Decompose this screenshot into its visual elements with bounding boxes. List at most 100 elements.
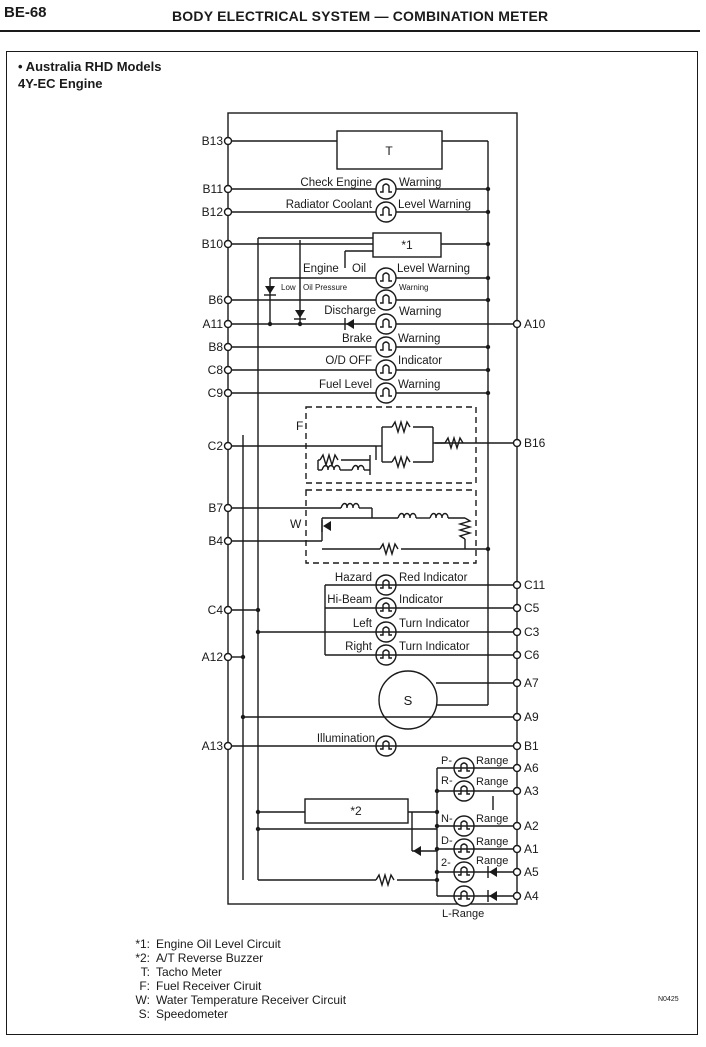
header-rule — [0, 30, 700, 32]
terminal-label-a4: A4 — [524, 889, 539, 903]
section-title-line1: • Australia RHD Models — [18, 59, 162, 74]
terminal-c9 — [223, 388, 233, 398]
oil-pressure-lamp-icon — [375, 289, 397, 311]
terminal-label-b8: B8 — [208, 340, 223, 354]
left-turn-indicator-label: Turn Indicator — [399, 618, 470, 630]
legend-row: S:Speedometer — [118, 1007, 346, 1021]
terminal-a4 — [512, 891, 522, 901]
terminal-label-a1: A1 — [524, 842, 539, 856]
oil-level-warning-label: Level Warning — [397, 263, 470, 275]
right-turn-indicator-label: Turn Indicator — [399, 641, 470, 653]
discharge-lamp-icon — [375, 313, 397, 335]
illumination-label: Illumination — [317, 733, 375, 745]
hazard-label: Hazard — [335, 572, 372, 584]
junction-dot — [485, 344, 491, 350]
junction-dot — [255, 629, 261, 635]
d-range-prefix: D- — [441, 835, 453, 847]
fuel-level-lamp-icon — [375, 382, 397, 404]
legend-row: F:Fuel Receiver Ciruit — [118, 979, 346, 993]
legend-row: W:Water Temperature Receiver Circuit — [118, 993, 347, 1007]
reverse-buzzer-block — [304, 798, 409, 824]
terminal-a5 — [512, 867, 522, 877]
terminal-c4 — [223, 605, 233, 615]
terminal-label-a7: A7 — [524, 676, 539, 690]
radiator-coolant-lamp-icon — [375, 201, 397, 223]
terminal-label-c5: C5 — [524, 601, 540, 615]
terminal-a6 — [512, 763, 522, 773]
junction-dot — [485, 186, 491, 192]
terminal-b12 — [223, 207, 233, 217]
two-range-label: Range — [476, 855, 508, 867]
legend-text: Tacho Meter — [156, 965, 223, 979]
junction-dot — [434, 823, 440, 829]
water-temp-receiver-box — [305, 489, 477, 564]
terminal-label-b4: B4 — [208, 534, 223, 548]
terminal-b7 — [223, 503, 233, 513]
legend-key: *1: — [135, 937, 150, 951]
legend-text: Speedometer — [156, 1007, 229, 1021]
legend-text: Water Temperature Receiver Circuit — [156, 993, 347, 1007]
oil-pressure-warning-label: Warning — [399, 283, 429, 292]
engine-oil-circuit-block — [372, 232, 442, 258]
junction-dot — [434, 869, 440, 875]
terminal-label-b12: B12 — [202, 205, 224, 219]
terminal-c8 — [223, 365, 233, 375]
terminal-b6 — [223, 295, 233, 305]
terminal-label-c8: C8 — [208, 363, 224, 377]
tacho-label: T — [385, 144, 393, 158]
terminal-b4 — [223, 536, 233, 546]
junction-dot — [485, 275, 491, 281]
diode-two-range — [489, 867, 497, 877]
terminal-b1 — [512, 741, 522, 751]
terminal-a12 — [223, 652, 233, 662]
terminal-b13 — [223, 136, 233, 146]
p-range-prefix: P- — [441, 755, 452, 767]
junction-dot — [485, 209, 491, 215]
brake-warning-label: Warning — [398, 333, 440, 345]
terminal-label-a9: A9 — [524, 710, 539, 724]
engine-label: Engine — [303, 263, 339, 275]
discharge-label: Discharge — [324, 305, 376, 317]
od-off-indicator-label: Indicator — [398, 355, 442, 367]
terminal-label-b10: B10 — [202, 237, 224, 251]
junction-dot — [255, 607, 261, 613]
junction-dot — [434, 877, 440, 883]
terminal-c5 — [512, 603, 522, 613]
terminal-a7 — [512, 678, 522, 688]
n-range-prefix: N- — [441, 813, 453, 825]
terminal-b11 — [223, 184, 233, 194]
terminal-c2 — [223, 441, 233, 451]
terminal-a13 — [223, 741, 233, 751]
junction-dot — [485, 390, 491, 396]
junction-dot — [434, 788, 440, 794]
od-off-lamp-icon — [375, 359, 397, 381]
terminal-a2 — [512, 821, 522, 831]
terminal-label-b1: B1 — [524, 739, 539, 753]
terminal-b8 — [223, 342, 233, 352]
junction-dot — [485, 241, 491, 247]
terminal-label-b16: B16 — [524, 436, 546, 450]
diode-discharge — [346, 319, 354, 329]
fuel-level-warning-label: Warning — [398, 379, 440, 391]
terminal-label-a10: A10 — [524, 317, 546, 331]
terminal-label-b11: B11 — [203, 182, 224, 196]
terminal-label-c11: C11 — [524, 578, 545, 592]
junction-dot — [485, 367, 491, 373]
diode-low-oil — [265, 286, 275, 294]
terminal-a9 — [512, 712, 522, 722]
oil-label: Oil — [352, 263, 366, 275]
legend-text: Fuel Receiver Ciruit — [156, 979, 262, 993]
terminal-label-c3: C3 — [524, 625, 540, 639]
tacho-block — [336, 130, 443, 170]
hi-beam-label: Hi-Beam — [327, 594, 372, 606]
check-engine-label: Check Engine — [300, 177, 372, 189]
diode-buzzer — [413, 846, 421, 856]
od-off-label: O/D OFF — [325, 355, 372, 367]
terminal-label-b6: B6 — [208, 293, 223, 307]
oil-pressure-label: Oil Pressure — [303, 283, 348, 292]
legend-row: T:Tacho Meter — [118, 965, 346, 979]
check-engine-warning-label: Warning — [399, 177, 441, 189]
junction-dot — [255, 826, 261, 832]
